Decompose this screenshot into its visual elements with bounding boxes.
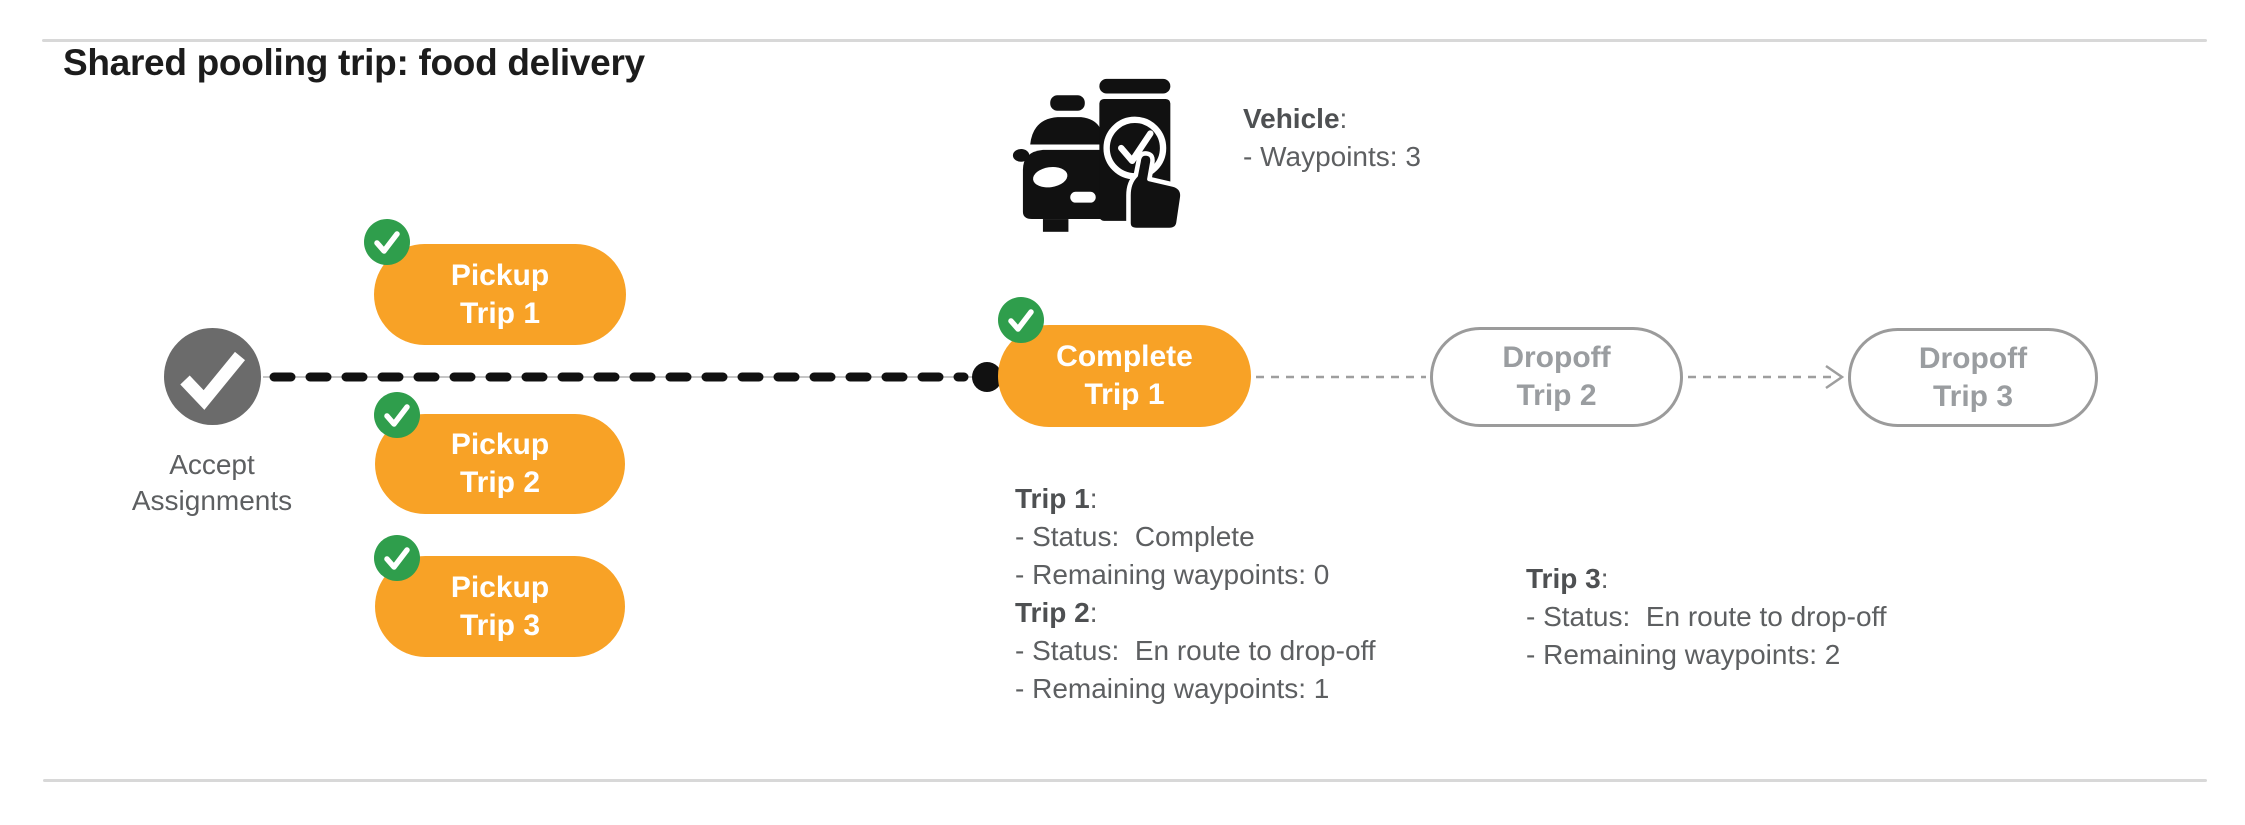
node-accept-assignments: [164, 328, 261, 425]
node-complete-trip-1: Complete Trip 1: [998, 325, 1251, 427]
check-badge-complete-trip-1: [998, 297, 1044, 343]
check-icon: [384, 547, 410, 570]
node-dropoff-trip-3: Dropoff Trip 3: [1848, 328, 2098, 427]
check-icon: [374, 231, 400, 254]
check-icon: [1118, 130, 1154, 165]
status-line: - Remaining waypoints: 0: [1015, 559, 1330, 590]
status-line: - Status: En route to drop-off: [1015, 635, 1376, 666]
status-line: - Remaining waypoints: 1: [1015, 673, 1330, 704]
trip-status-block-right: Trip 3: - Status: En route to drop-off -…: [1526, 560, 1887, 674]
node-pickup-trip-1: Pickup Trip 1: [374, 244, 626, 345]
phone-check-icon: [1099, 78, 1185, 233]
check-icon: [384, 404, 410, 427]
arrow-right-icon: [1825, 364, 1845, 390]
vehicle-waypoints: - Waypoints: 3: [1243, 141, 1421, 172]
status-line: - Remaining waypoints: 2: [1526, 639, 1841, 670]
node-pickup-trip-3: Pickup Trip 3: [375, 556, 625, 657]
tapping-hand-icon: [1126, 151, 1185, 233]
node-pickup-trip-2: Pickup Trip 2: [375, 414, 625, 514]
page-title: Shared pooling trip: food delivery: [63, 42, 645, 83]
check-badge-pickup-trip-3: [374, 535, 420, 581]
check-badge-pickup-trip-2: [374, 392, 420, 438]
status-line: - Status: Complete: [1015, 521, 1255, 552]
accept-assignments-label: Accept Assignments: [131, 449, 293, 516]
trip-status-block-left: Trip 1: - Status: Complete - Remaining w…: [1015, 480, 1376, 708]
bottom-divider: [43, 779, 2207, 782]
trip-heading: Trip 1:: [1015, 483, 1098, 514]
check-badge-pickup-trip-1: [364, 219, 410, 265]
node-dropoff-trip-2: Dropoff Trip 2: [1430, 327, 1683, 427]
status-line: - Status: En route to drop-off: [1526, 601, 1887, 632]
trip-heading: Trip 3:: [1526, 563, 1609, 594]
vehicle-phone-check-icon: [1012, 78, 1185, 233]
check-icon: [180, 351, 246, 410]
car-icon: [1012, 95, 1103, 232]
top-divider: [42, 39, 2207, 42]
vehicle-heading: Vehicle:: [1243, 103, 1348, 134]
check-icon: [1008, 309, 1034, 332]
vehicle-info: Vehicle: - Waypoints: 3: [1243, 100, 1421, 176]
trip-heading: Trip 2:: [1015, 597, 1098, 628]
